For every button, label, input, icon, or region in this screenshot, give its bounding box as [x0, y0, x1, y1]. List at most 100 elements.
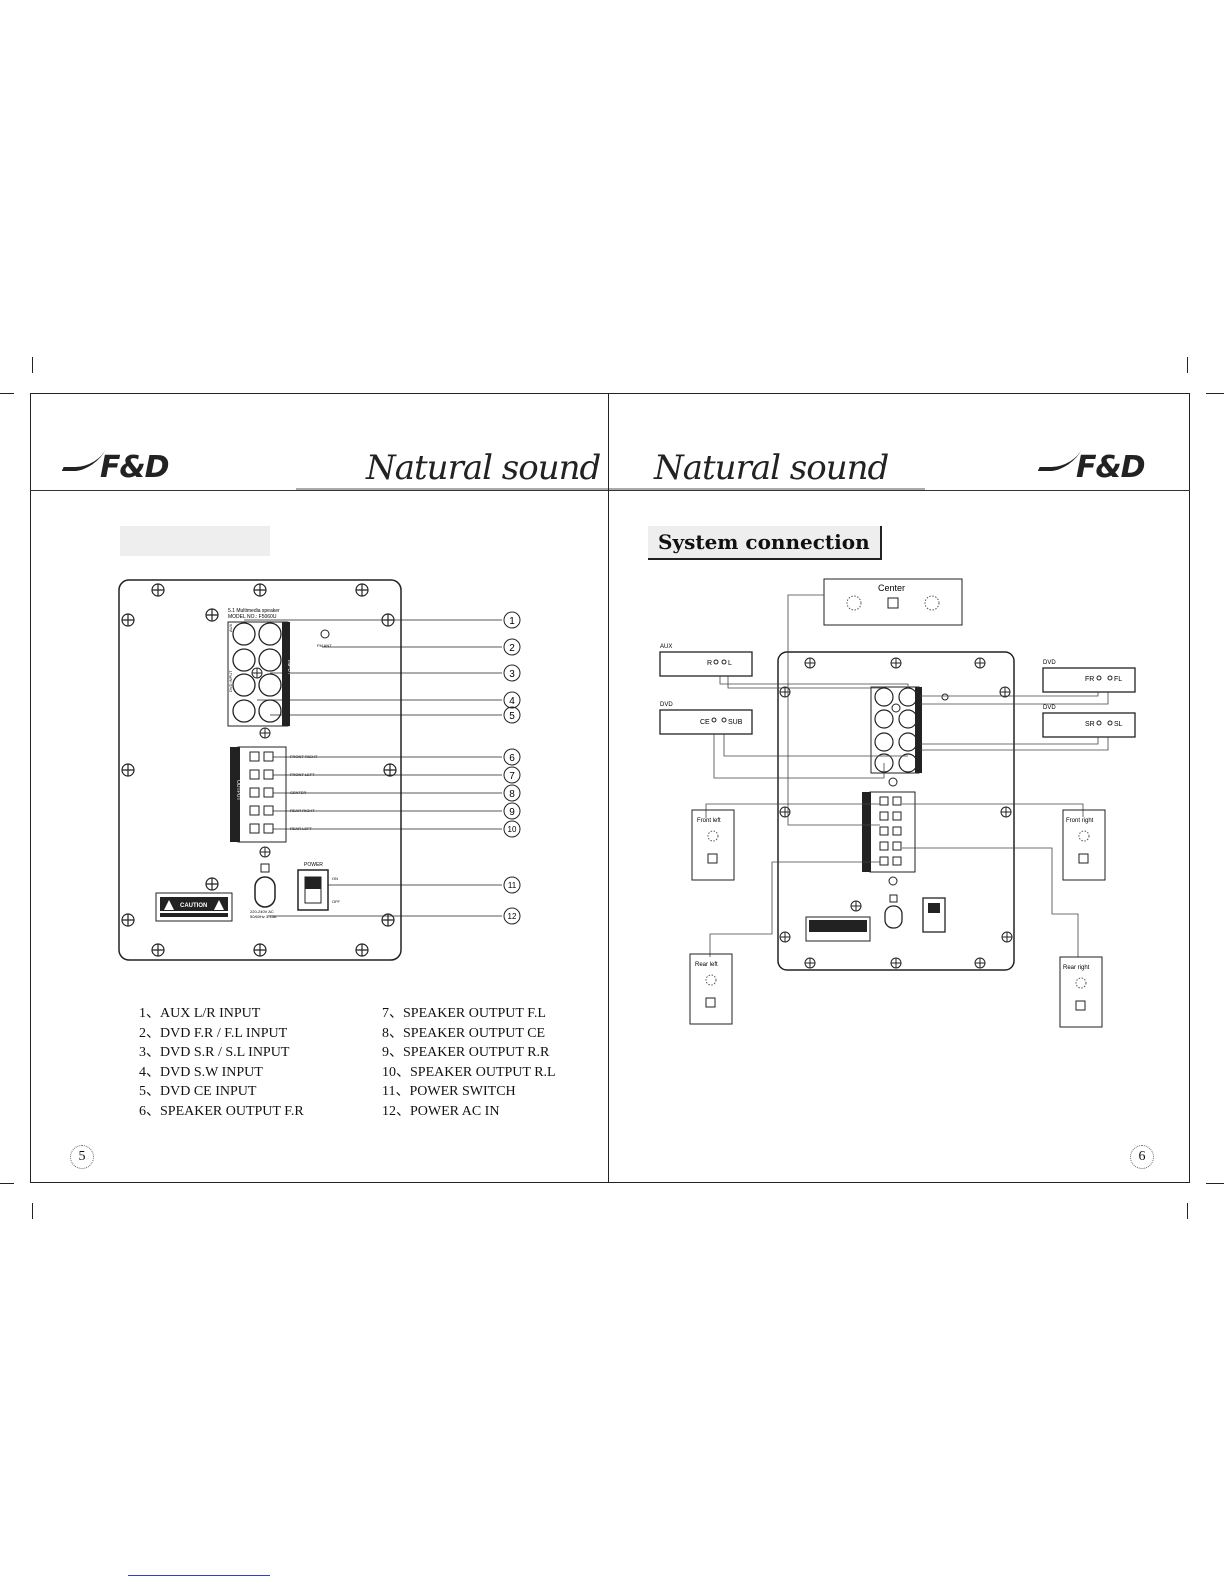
header-rule-right: [609, 488, 925, 490]
output-row-label: CENTER: [290, 790, 307, 795]
connection-wires: [705, 594, 1109, 957]
off-label: OFF: [332, 899, 341, 904]
page-number-right: 6: [1130, 1145, 1154, 1169]
dvd-fl-label: FL: [1114, 676, 1122, 683]
output-block: [237, 746, 287, 843]
callout-number: 12: [508, 912, 517, 921]
aux-device: [659, 651, 753, 677]
dvd-fr-label: FR: [1085, 676, 1094, 683]
crop-mark: [0, 393, 14, 394]
callout-number: 7: [509, 771, 515, 782]
rca-port-icon: [713, 659, 719, 665]
screw-icons: [779, 657, 1013, 969]
dvd-right-top-device: [1042, 667, 1136, 693]
rca-port-icon: [711, 717, 717, 723]
screw-icons-block: [251, 667, 271, 858]
callout-number: 11: [508, 881, 517, 890]
front-left-label: Front left: [697, 818, 721, 824]
section-title-placeholder: [120, 526, 270, 556]
aux-r-label: R: [707, 660, 712, 667]
fm-antenna-jack-icon: [320, 629, 330, 639]
header-rule-left: [296, 488, 608, 490]
input-side-bar: [915, 687, 922, 773]
terminal-icon: [705, 997, 716, 1008]
speaker-terminal-icons: [249, 751, 274, 834]
front-right-speaker: [1062, 809, 1106, 881]
rear-right-speaker: [1059, 956, 1103, 1028]
screw-icon: [888, 876, 898, 886]
rca-jack-icons: [874, 687, 918, 773]
callout-circles: [503, 611, 521, 925]
crop-mark: [32, 1203, 33, 1219]
callout-number: 5: [509, 711, 515, 722]
dvd-ce-label: CE: [700, 719, 710, 726]
warning-triangle-icon: [164, 900, 174, 910]
driver-icon: [924, 595, 940, 611]
front-right-label: Front right: [1066, 818, 1094, 824]
caution-label-box: [805, 916, 871, 942]
brand-logo-left: F&D: [61, 449, 170, 485]
caution-text: CAUTION: [180, 903, 207, 909]
dvd-sl-label: SL: [1114, 721, 1123, 728]
page-divider: [608, 393, 609, 1183]
rca-port-icon: [721, 659, 727, 665]
callout-number: 4: [509, 696, 515, 707]
driver-icon: [1078, 830, 1090, 842]
center-speaker: [823, 578, 963, 626]
caution-header: [160, 897, 228, 911]
dvd-left-device: [659, 709, 753, 735]
dvd-right-bottom-name: DVD: [1043, 705, 1056, 711]
legend-right-column: 7、SPEAKER OUTPUT F.L 8、SPEAKER OUTPUT CE…: [382, 1004, 556, 1122]
on-label: ON: [332, 876, 338, 881]
callout-number: 9: [509, 807, 515, 818]
callout-number: 1: [509, 616, 515, 627]
legend-item: 7、SPEAKER OUTPUT F.L: [382, 1006, 546, 1021]
power-switch: [297, 869, 329, 911]
crop-mark: [1187, 1203, 1188, 1219]
rca-port-icon: [1096, 675, 1102, 681]
caution-header: [809, 920, 867, 932]
section-title: System connection: [648, 526, 882, 560]
ac-label-1: 220-240V AC: [250, 909, 274, 914]
legend-item: 10、SPEAKER OUTPUT R.L: [382, 1064, 556, 1080]
header-separator-right: [609, 490, 1190, 491]
page-number-left: 5: [70, 1145, 94, 1169]
header-separator-left: [30, 490, 608, 491]
panel-model-line1: 5.1 Multimedia speaker: [228, 608, 280, 614]
output-row-label: REAR RIGHT: [290, 808, 315, 813]
panel-outline: [118, 579, 402, 961]
rear-left-speaker: [689, 953, 733, 1025]
caution-footer: [160, 913, 228, 917]
fm-ant-label: FM ANT: [317, 643, 332, 648]
driver-icon: [707, 830, 719, 842]
callout-number: 10: [508, 825, 517, 834]
input-side-bar: [282, 622, 290, 726]
terminal-icon: [887, 597, 899, 609]
fuse-holder: [889, 894, 898, 903]
legend-item: 8、SPEAKER OUTPUT CE: [382, 1025, 546, 1041]
footer-underline: [128, 1575, 270, 1576]
legend-item: 12、POWER AC IN: [382, 1103, 500, 1119]
power-switch-rocker-top: [928, 903, 940, 913]
logo-text: F&D: [100, 450, 170, 485]
crop-mark: [0, 1183, 14, 1184]
callout-number: 2: [509, 643, 515, 654]
legend-item: 5、DVD CE INPUT: [139, 1084, 257, 1100]
dvd-sr-label: SR: [1085, 721, 1095, 728]
fuse-holder: [260, 863, 270, 873]
aux-label: AUX: [228, 623, 233, 632]
legend-item: 2、DVD F.R / F.L INPUT: [139, 1025, 288, 1041]
spread-frame: [30, 393, 1190, 1183]
terminal-icon: [1078, 853, 1089, 864]
output-label: OUTPUT: [235, 780, 241, 801]
brand-logo-right: F&D: [1037, 449, 1146, 485]
callout-number: 6: [509, 753, 515, 764]
crop-mark: [32, 357, 33, 373]
warning-triangle-icon: [214, 900, 224, 910]
input-block: [870, 686, 920, 774]
output-row-label: REAR LEFT: [290, 826, 313, 831]
terminal-icon: [707, 853, 718, 864]
driver-icon: [1075, 977, 1087, 989]
dvd-right-top-name: DVD: [1043, 660, 1056, 666]
center-label: Center: [878, 583, 905, 593]
